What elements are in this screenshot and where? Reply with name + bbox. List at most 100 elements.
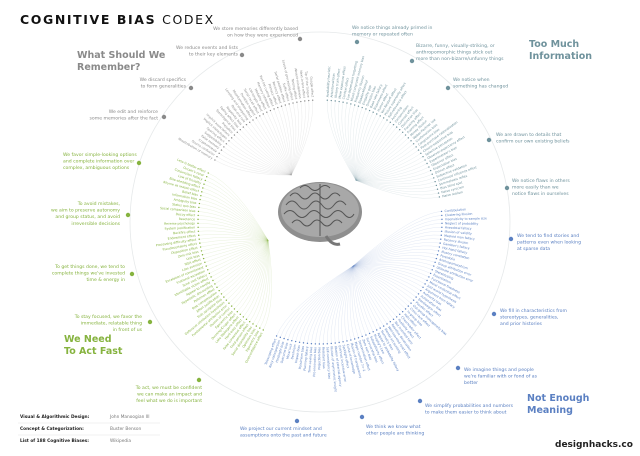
bias-label[interactable]: Hindsight bias	[275, 341, 285, 364]
bias-label[interactable]: Zero sum bias	[361, 339, 373, 361]
bias-label[interactable]: System justification	[165, 225, 196, 230]
callout-dot	[297, 36, 303, 42]
bias-label[interactable]: Processing difficulty effect	[156, 238, 198, 248]
bias-dot	[197, 230, 200, 232]
bias-label[interactable]: Illusion of validity	[444, 230, 472, 236]
bias-label[interactable]: Suffix effect	[282, 83, 291, 103]
bias-label[interactable]: Attentional bias	[330, 73, 336, 98]
bias-label[interactable]: Naive realism	[442, 190, 464, 198]
bias-label[interactable]: Curse of knowledge	[346, 343, 357, 374]
bias-label[interactable]: Baader-Meinhof	[358, 79, 370, 104]
branch-line	[353, 242, 441, 267]
bias-label[interactable]: Pareidolia	[440, 254, 456, 262]
bias-label[interactable]: Reverse psychology	[164, 221, 195, 225]
bias-label[interactable]: Moral luck	[285, 343, 293, 360]
bias-dot	[248, 121, 251, 123]
branch-line	[355, 119, 388, 181]
bias-label[interactable]: Neglect of probability	[445, 221, 479, 225]
bias-label[interactable]: Self-consistency bias	[325, 347, 331, 380]
bias-label[interactable]: Illusory correlation	[441, 250, 470, 261]
bias-label[interactable]: Backfire effect	[173, 229, 196, 235]
bias-label[interactable]: Testing effect	[290, 78, 298, 101]
bias-dot	[357, 337, 360, 339]
bias-label[interactable]: Tip of the tongue	[304, 70, 311, 98]
bias-label[interactable]: Outcome bias	[280, 342, 290, 364]
bias-label[interactable]: Pseudocertainty effect	[162, 242, 198, 252]
bias-label[interactable]: Endowment effect	[167, 234, 196, 241]
bias-label[interactable]: Social comparison bias	[160, 206, 196, 213]
bias-label[interactable]: Hot-hand fallacy	[442, 246, 468, 255]
bias-label[interactable]: Illusion of asymmetric insight	[330, 346, 338, 393]
bias-label[interactable]: Planning fallacy	[303, 346, 310, 371]
bias-label[interactable]: Clustering illusion	[445, 212, 473, 217]
branch-line	[327, 100, 357, 181]
bias-label[interactable]: Bias blind spot	[440, 180, 464, 190]
bias-label[interactable]: Stereotyping	[434, 269, 454, 280]
branch-lines	[198, 100, 442, 344]
bias-label[interactable]: Spotlight effect	[342, 344, 351, 369]
bias-label[interactable]: Confabulation	[444, 207, 466, 213]
bias-label[interactable]: Availability heuristic	[325, 66, 331, 98]
bias-label[interactable]: Status quo bias	[172, 202, 197, 209]
bias-label[interactable]: Projection bias	[317, 347, 321, 370]
bias-label[interactable]: Essentialism	[433, 273, 452, 285]
bias-label[interactable]: Omission bias	[365, 85, 377, 107]
bias-label[interactable]: Recency effect	[271, 81, 282, 105]
bias-dot	[382, 325, 385, 327]
bias-dot	[410, 302, 412, 304]
bias-label[interactable]: Belief bias	[182, 190, 199, 197]
branch-line	[270, 110, 292, 176]
bias-label[interactable]: Ambiguity bias	[173, 198, 197, 206]
bias-label[interactable]: Disposition effect	[171, 246, 199, 256]
branch-line	[201, 240, 269, 252]
bias-label[interactable]: Unit bias	[186, 254, 201, 262]
branch-line	[344, 102, 357, 181]
bias-label[interactable]: Resistant bias	[321, 347, 326, 369]
bias-label[interactable]: Recency illusion	[443, 238, 468, 245]
bias-label[interactable]: Google effect	[309, 76, 314, 98]
bias-label[interactable]: Zero-risk bias	[178, 250, 200, 259]
bias-label[interactable]: Loss aversion	[182, 261, 203, 272]
bias-label[interactable]: Absent-mindedness	[294, 68, 303, 99]
bias-label[interactable]: Reactance	[179, 217, 195, 221]
bias-label[interactable]: Frequency illusion	[354, 75, 366, 103]
bias-dot	[429, 272, 432, 275]
bias-label[interactable]: Next-in-line effect	[299, 70, 307, 99]
bias-label[interactable]: Declinism	[290, 344, 297, 360]
bias-label[interactable]: Impact bias	[294, 345, 301, 364]
bias-dot	[198, 238, 200, 240]
branch-line	[200, 199, 269, 241]
bias-dot	[228, 140, 230, 142]
bias-label[interactable]: Law of Triviality	[178, 174, 202, 185]
bias-label[interactable]: Masked man fallacy	[444, 234, 475, 241]
bias-label[interactable]: Empathy gap	[361, 85, 372, 106]
branch-line	[200, 240, 269, 248]
bias-dot	[350, 339, 352, 341]
bias-label[interactable]: Pessimism bias	[298, 345, 305, 369]
bias-label[interactable]: Illusion of external agency	[334, 346, 343, 387]
bias-label[interactable]: IKEA effect	[184, 257, 202, 266]
bias-label[interactable]: Decoy effect	[176, 212, 197, 217]
bias-dot	[296, 101, 298, 103]
bias-dot	[203, 183, 205, 185]
bias-label[interactable]: Anecdotal fallacy	[445, 225, 472, 230]
bias-label[interactable]: Insensitivity to sample size	[445, 216, 487, 221]
bias-label[interactable]: Information bias	[172, 192, 198, 201]
branch-line	[353, 265, 406, 310]
bias-label[interactable]: Gambler's fallacy	[443, 242, 470, 251]
bias-label[interactable]: Pro-innovation bias	[312, 346, 317, 376]
bias-label[interactable]: Time-saving bias	[307, 346, 313, 374]
branch-line	[341, 102, 357, 181]
bias-label[interactable]: Mere exposure effect	[338, 65, 347, 99]
bias-label[interactable]: Naive cynicism	[441, 185, 465, 194]
site-link[interactable]: designhacks.co	[555, 440, 633, 450]
branch-line	[223, 240, 269, 298]
bias-label[interactable]: Context effect	[342, 77, 350, 100]
bias-label[interactable]: Extrinsic incentive error	[338, 345, 348, 383]
bias-label[interactable]: Primacy effect	[267, 83, 279, 106]
bias-label[interactable]: Illusory truth effect	[334, 68, 342, 99]
callout-dot	[359, 414, 365, 420]
